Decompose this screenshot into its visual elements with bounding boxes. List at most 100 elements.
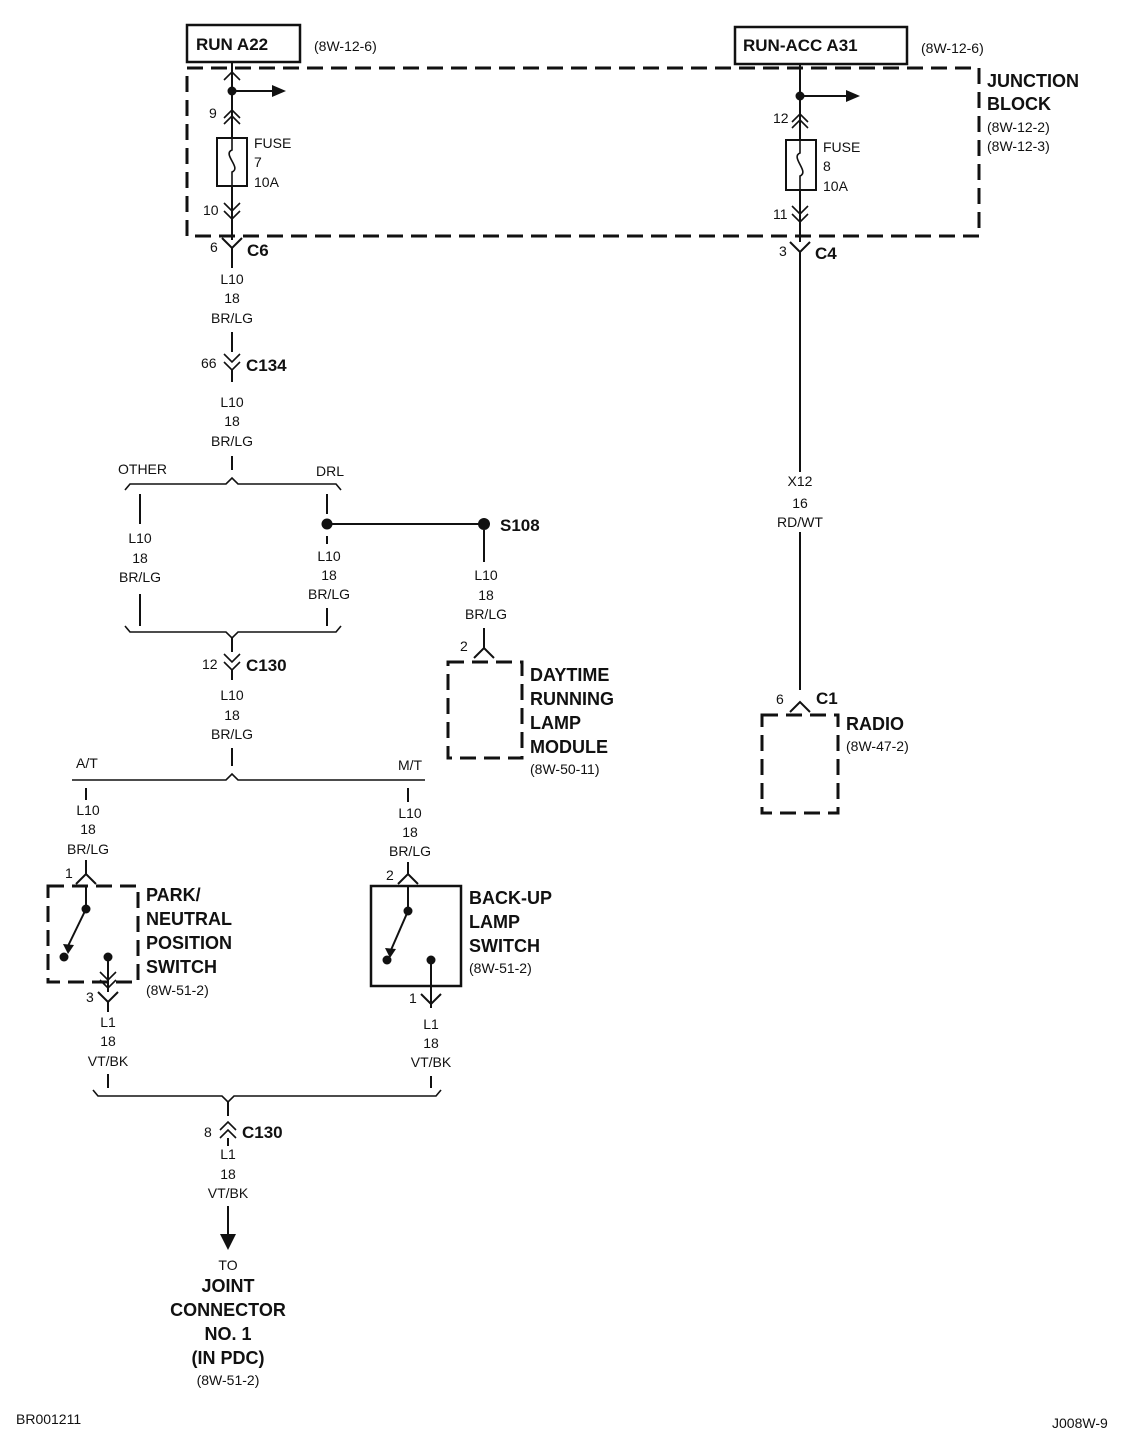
drl-module-line4: MODULE <box>530 737 608 757</box>
l10-gauge-6: 18 <box>224 707 240 723</box>
fuse8-label: FUSE <box>823 139 860 155</box>
l10-gauge-3: 18 <box>132 550 148 566</box>
drl-module-line3: LAMP <box>530 713 581 733</box>
run-acc-a31-box <box>733 25 909 66</box>
l10-color-3: BR/LG <box>119 569 161 585</box>
fuse8-out-pin: 11 <box>773 206 788 222</box>
x12-gauge: 16 <box>792 495 808 511</box>
l10-gauge-1: 18 <box>224 290 240 306</box>
backup-switch-line2: LAMP <box>469 912 520 932</box>
c130b-pin: 8 <box>204 1124 212 1140</box>
at-mt-brace <box>72 772 425 781</box>
park-switch-out-connector <box>97 991 119 1004</box>
drl-module-line1: DAYTIME <box>530 665 609 685</box>
l10-color-4: BR/LG <box>308 586 350 602</box>
run-acc-a31-ref: (8W-12-6) <box>921 40 984 56</box>
destination-line1: TO <box>218 1257 237 1273</box>
radio-label: RADIO <box>846 714 904 734</box>
c130a-pin: 12 <box>202 656 218 672</box>
l1-gauge-1: 18 <box>100 1033 116 1049</box>
c6-pin: 6 <box>210 239 218 255</box>
junction-block-outline <box>185 66 981 238</box>
fuse8-in-pin: 12 <box>773 110 789 126</box>
l10-color-6: BR/LG <box>211 726 253 742</box>
radio-outline <box>760 713 840 815</box>
s108-name: S108 <box>500 516 540 535</box>
fuse8-out-pin-chevrons <box>791 205 809 224</box>
run-a22-ref: (8W-12-6) <box>314 38 377 54</box>
run-a22-label: RUN A22 <box>196 35 268 54</box>
destination-line5: (IN PDC) <box>192 1348 265 1368</box>
backup-switch-blade-arrow <box>385 948 396 958</box>
park-switch-ref: (8W-51-2) <box>146 982 209 998</box>
destination-line4: NO. 1 <box>204 1324 251 1344</box>
l10-circuit-3: L10 <box>128 530 152 546</box>
park-switch-in-connector <box>75 872 97 885</box>
backup-switch-in-pin: 2 <box>386 867 394 883</box>
fuse8-tap-arrow <box>846 90 860 102</box>
x12-label-bg <box>776 472 826 532</box>
park-switch-line1: PARK/ <box>146 885 201 905</box>
run-acc-a31-label: RUN-ACC A31 <box>743 36 858 55</box>
drl-module-connector-symbol <box>473 646 495 659</box>
backup-switch-out-pin: 1 <box>409 990 417 1006</box>
park-switch-line4: SWITCH <box>146 957 217 977</box>
backup-switch-open-contact <box>382 955 392 965</box>
run-a22-box <box>185 23 302 64</box>
footer-left-code: BR001211 <box>16 1411 81 1427</box>
fuse7-in-pin-chevrons <box>223 108 241 125</box>
c130b-name: C130 <box>242 1123 283 1142</box>
backup-switch-line1: BACK-UP <box>469 888 552 908</box>
l10-color-7: BR/LG <box>67 841 109 857</box>
junction-block-ref-1: (8W-12-2) <box>987 119 1050 135</box>
l10-color-1: BR/LG <box>211 310 253 326</box>
c1-pin: 6 <box>776 691 784 707</box>
fuse7-tap-arrow <box>272 85 286 97</box>
branch-merge-brace <box>124 625 342 640</box>
park-switch-blade-arrow <box>63 944 74 954</box>
fuse7-out-pin-chevrons <box>223 202 241 221</box>
backup-switch-in-connector <box>397 872 419 885</box>
destination-line3: CONNECTOR <box>170 1300 286 1320</box>
l1-circuit-2: L1 <box>423 1016 439 1032</box>
park-switch-out-pin: 3 <box>86 989 94 1005</box>
park-switch-out-chevrons <box>99 971 117 990</box>
other-drl-brace-top <box>124 476 342 491</box>
l10-gauge-7: 18 <box>80 821 96 837</box>
l10-circuit-6: L10 <box>220 687 244 703</box>
l10-gauge-4: 18 <box>321 567 337 583</box>
c130a-connector-symbol <box>223 653 241 672</box>
park-switch-blade <box>67 908 87 947</box>
park-switch-in-pin: 1 <box>65 865 73 881</box>
backup-switch-out-connector <box>420 993 442 1006</box>
drl-module-pin: 2 <box>460 638 468 654</box>
backup-switch-blade <box>390 910 409 951</box>
footer-right-code: J008W-9 <box>1052 1415 1108 1431</box>
switch-merge-brace <box>92 1089 442 1104</box>
park-switch-line3: POSITION <box>146 933 232 953</box>
fuse8-rating: 10A <box>823 178 849 194</box>
fuse7-element <box>228 138 236 186</box>
l10-color-5: BR/LG <box>465 606 507 622</box>
c134-pin: 66 <box>201 355 217 371</box>
branch-drl: DRL <box>316 463 344 479</box>
l1-circuit-3: L1 <box>220 1146 236 1162</box>
l1-circuit-1: L1 <box>100 1014 116 1030</box>
fuse7-number: 7 <box>254 154 262 170</box>
backup-switch-ref: (8W-51-2) <box>469 960 532 976</box>
fuse7-top-chevron <box>223 70 241 81</box>
fuse7-label: FUSE <box>254 135 291 151</box>
l10-circuit-4: L10 <box>317 548 341 564</box>
drl-module-line2: RUNNING <box>530 689 614 709</box>
l10-circuit-8: L10 <box>398 805 422 821</box>
l10-circuit-5: L10 <box>474 567 498 583</box>
drl-module-ref: (8W-50-11) <box>530 761 600 777</box>
c6-name: C6 <box>247 241 269 260</box>
drl-module-outline <box>446 660 524 760</box>
fuse8-number: 8 <box>823 158 831 174</box>
x12-color: RD/WT <box>777 514 823 530</box>
l10-circuit-1: L10 <box>220 271 244 287</box>
c130a-name: C130 <box>246 656 287 675</box>
backup-switch-outline <box>369 884 463 988</box>
